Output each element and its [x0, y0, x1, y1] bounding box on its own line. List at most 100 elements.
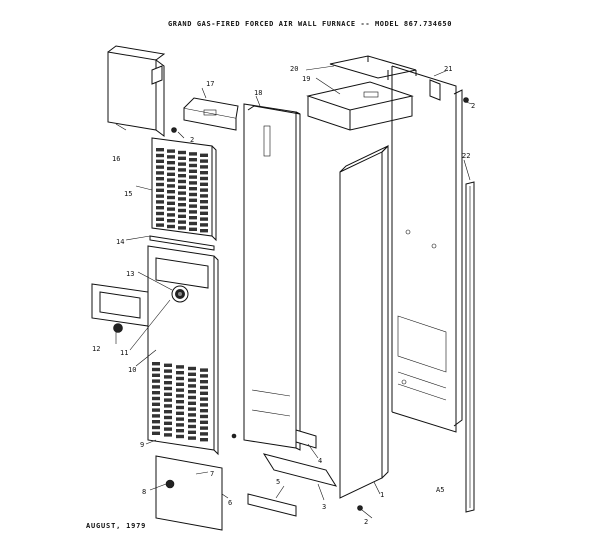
callout-19: 19	[302, 75, 310, 83]
grille-slot	[200, 385, 208, 390]
grille-slot	[176, 405, 184, 410]
grille-slot	[178, 185, 186, 189]
grille-slot	[189, 152, 197, 156]
callout-17: 17	[206, 80, 214, 88]
grille-slot	[176, 371, 184, 375]
grille-slot	[189, 175, 197, 179]
grille-slot	[178, 174, 186, 178]
callout-6: 6	[228, 499, 232, 507]
grille-slot	[176, 429, 184, 433]
grille-slot	[167, 195, 175, 200]
grille-slot	[156, 217, 164, 221]
grille-slot	[152, 425, 160, 430]
grille-slot	[189, 204, 197, 208]
figure-code: A5	[436, 486, 444, 494]
callout-1: 1	[380, 491, 384, 499]
grille-slot	[152, 402, 160, 406]
grille-slot	[176, 417, 184, 421]
part-access-panel	[155, 455, 223, 531]
grille-slot	[200, 409, 208, 413]
grille-slot	[189, 169, 197, 173]
grille-slot	[200, 159, 208, 163]
grille-slot	[200, 153, 208, 157]
grille-slot	[164, 363, 172, 367]
grille-slot	[152, 396, 160, 401]
grille-slot	[200, 194, 208, 198]
part-strip-14	[149, 235, 215, 251]
grille-slot	[189, 163, 197, 168]
callout-10: 10	[128, 366, 136, 374]
grille-slot	[200, 176, 208, 181]
grille-slot	[152, 367, 160, 372]
grille-slot	[200, 165, 208, 169]
callout-12: 12	[92, 345, 100, 353]
callout-21: 21	[444, 65, 452, 73]
callout-8: 8	[142, 488, 146, 496]
callout-2: 2	[364, 518, 368, 526]
part-top-plate	[306, 81, 414, 131]
callout-14: 14	[116, 238, 124, 246]
grille-slot	[178, 197, 186, 201]
grille-slot	[152, 379, 160, 383]
grille-slot	[178, 191, 186, 195]
screw-icon	[231, 433, 237, 439]
grille-slot	[200, 391, 208, 395]
grille-slot	[164, 415, 172, 420]
grille-slot	[200, 223, 208, 227]
grille-slot	[188, 366, 196, 371]
grille-slot	[167, 178, 175, 182]
screw-icon	[357, 505, 363, 511]
callout-13: 13	[126, 270, 134, 278]
part-base-bracket-3	[262, 453, 338, 487]
grille-slot	[188, 390, 196, 394]
screw-icon	[171, 127, 177, 133]
grille-slot	[167, 149, 175, 153]
grille-slot	[167, 161, 175, 165]
grille-slot	[164, 404, 172, 408]
grille-slot	[167, 219, 175, 223]
footer-date: AUGUST, 1979	[86, 522, 147, 530]
callout-2: 2	[190, 136, 194, 144]
grille-slot	[176, 400, 184, 404]
grille-slot	[176, 376, 184, 381]
part-rear-cabinet	[387, 65, 463, 433]
grille-slot	[167, 207, 175, 211]
grille-slot	[167, 213, 175, 217]
part-front-casing	[339, 144, 389, 499]
grille-slot	[178, 226, 186, 230]
callout-22: 22	[462, 152, 470, 160]
part-cover-plate	[91, 283, 149, 327]
grille-slot	[200, 403, 208, 407]
part-top-hood	[107, 45, 166, 137]
part-upper-grille	[151, 137, 217, 242]
grille-slot	[200, 374, 208, 378]
leader-lines	[115, 65, 473, 519]
grille-slot	[200, 171, 208, 175]
grille-slot	[200, 182, 208, 186]
grille-slot	[178, 203, 186, 207]
part-left-side-panel	[243, 103, 301, 451]
grille-slot	[200, 217, 208, 221]
grille-slot	[156, 153, 164, 158]
grille-slot	[176, 394, 184, 398]
grille-slot	[178, 168, 186, 172]
grille-slot	[178, 156, 186, 160]
callout-16: 16	[112, 155, 120, 163]
grille-slot	[164, 433, 172, 437]
grille-slot	[200, 200, 208, 204]
grille-slot	[164, 427, 172, 431]
callout-2: 2	[471, 102, 475, 110]
callout-11: 11	[120, 349, 128, 357]
grille-slot	[167, 172, 175, 176]
grille-slot	[152, 385, 160, 389]
grille-slot	[189, 192, 197, 197]
grille-slot	[189, 198, 197, 202]
grille-slot	[188, 378, 196, 382]
grille-slot	[152, 414, 160, 418]
part-top-bracket	[329, 55, 417, 79]
grille-slot	[188, 419, 196, 423]
grille-slot	[189, 227, 197, 231]
grille-slot	[176, 423, 184, 427]
grille-slot	[178, 208, 186, 213]
grille-slot	[156, 171, 164, 175]
